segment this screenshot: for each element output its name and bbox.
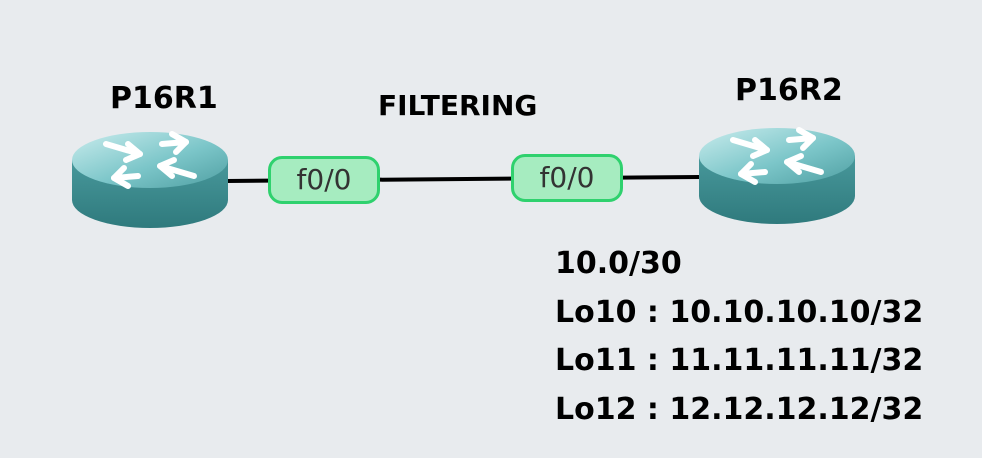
node-label-p16r2: P16R2: [735, 73, 843, 108]
interface-badge-p16r2[interactable]: f0/0: [511, 154, 623, 202]
link-subnet-label: 10.0/30: [555, 246, 682, 281]
interface-badge-p16r1[interactable]: f0/0: [268, 156, 380, 204]
loopback-label: Lo10 : 10.10.10.10/32: [555, 295, 924, 330]
node-label-p16r1: P16R1: [110, 81, 218, 116]
router-p16r1-icon[interactable]: [70, 130, 230, 230]
diagram-title: FILTERING: [378, 89, 538, 122]
router-p16r2-icon[interactable]: [697, 126, 857, 226]
loopback-label: Lo11 : 11.11.11.11/32: [555, 343, 924, 378]
loopback-label: Lo12 : 12.12.12.12/32: [555, 392, 924, 427]
